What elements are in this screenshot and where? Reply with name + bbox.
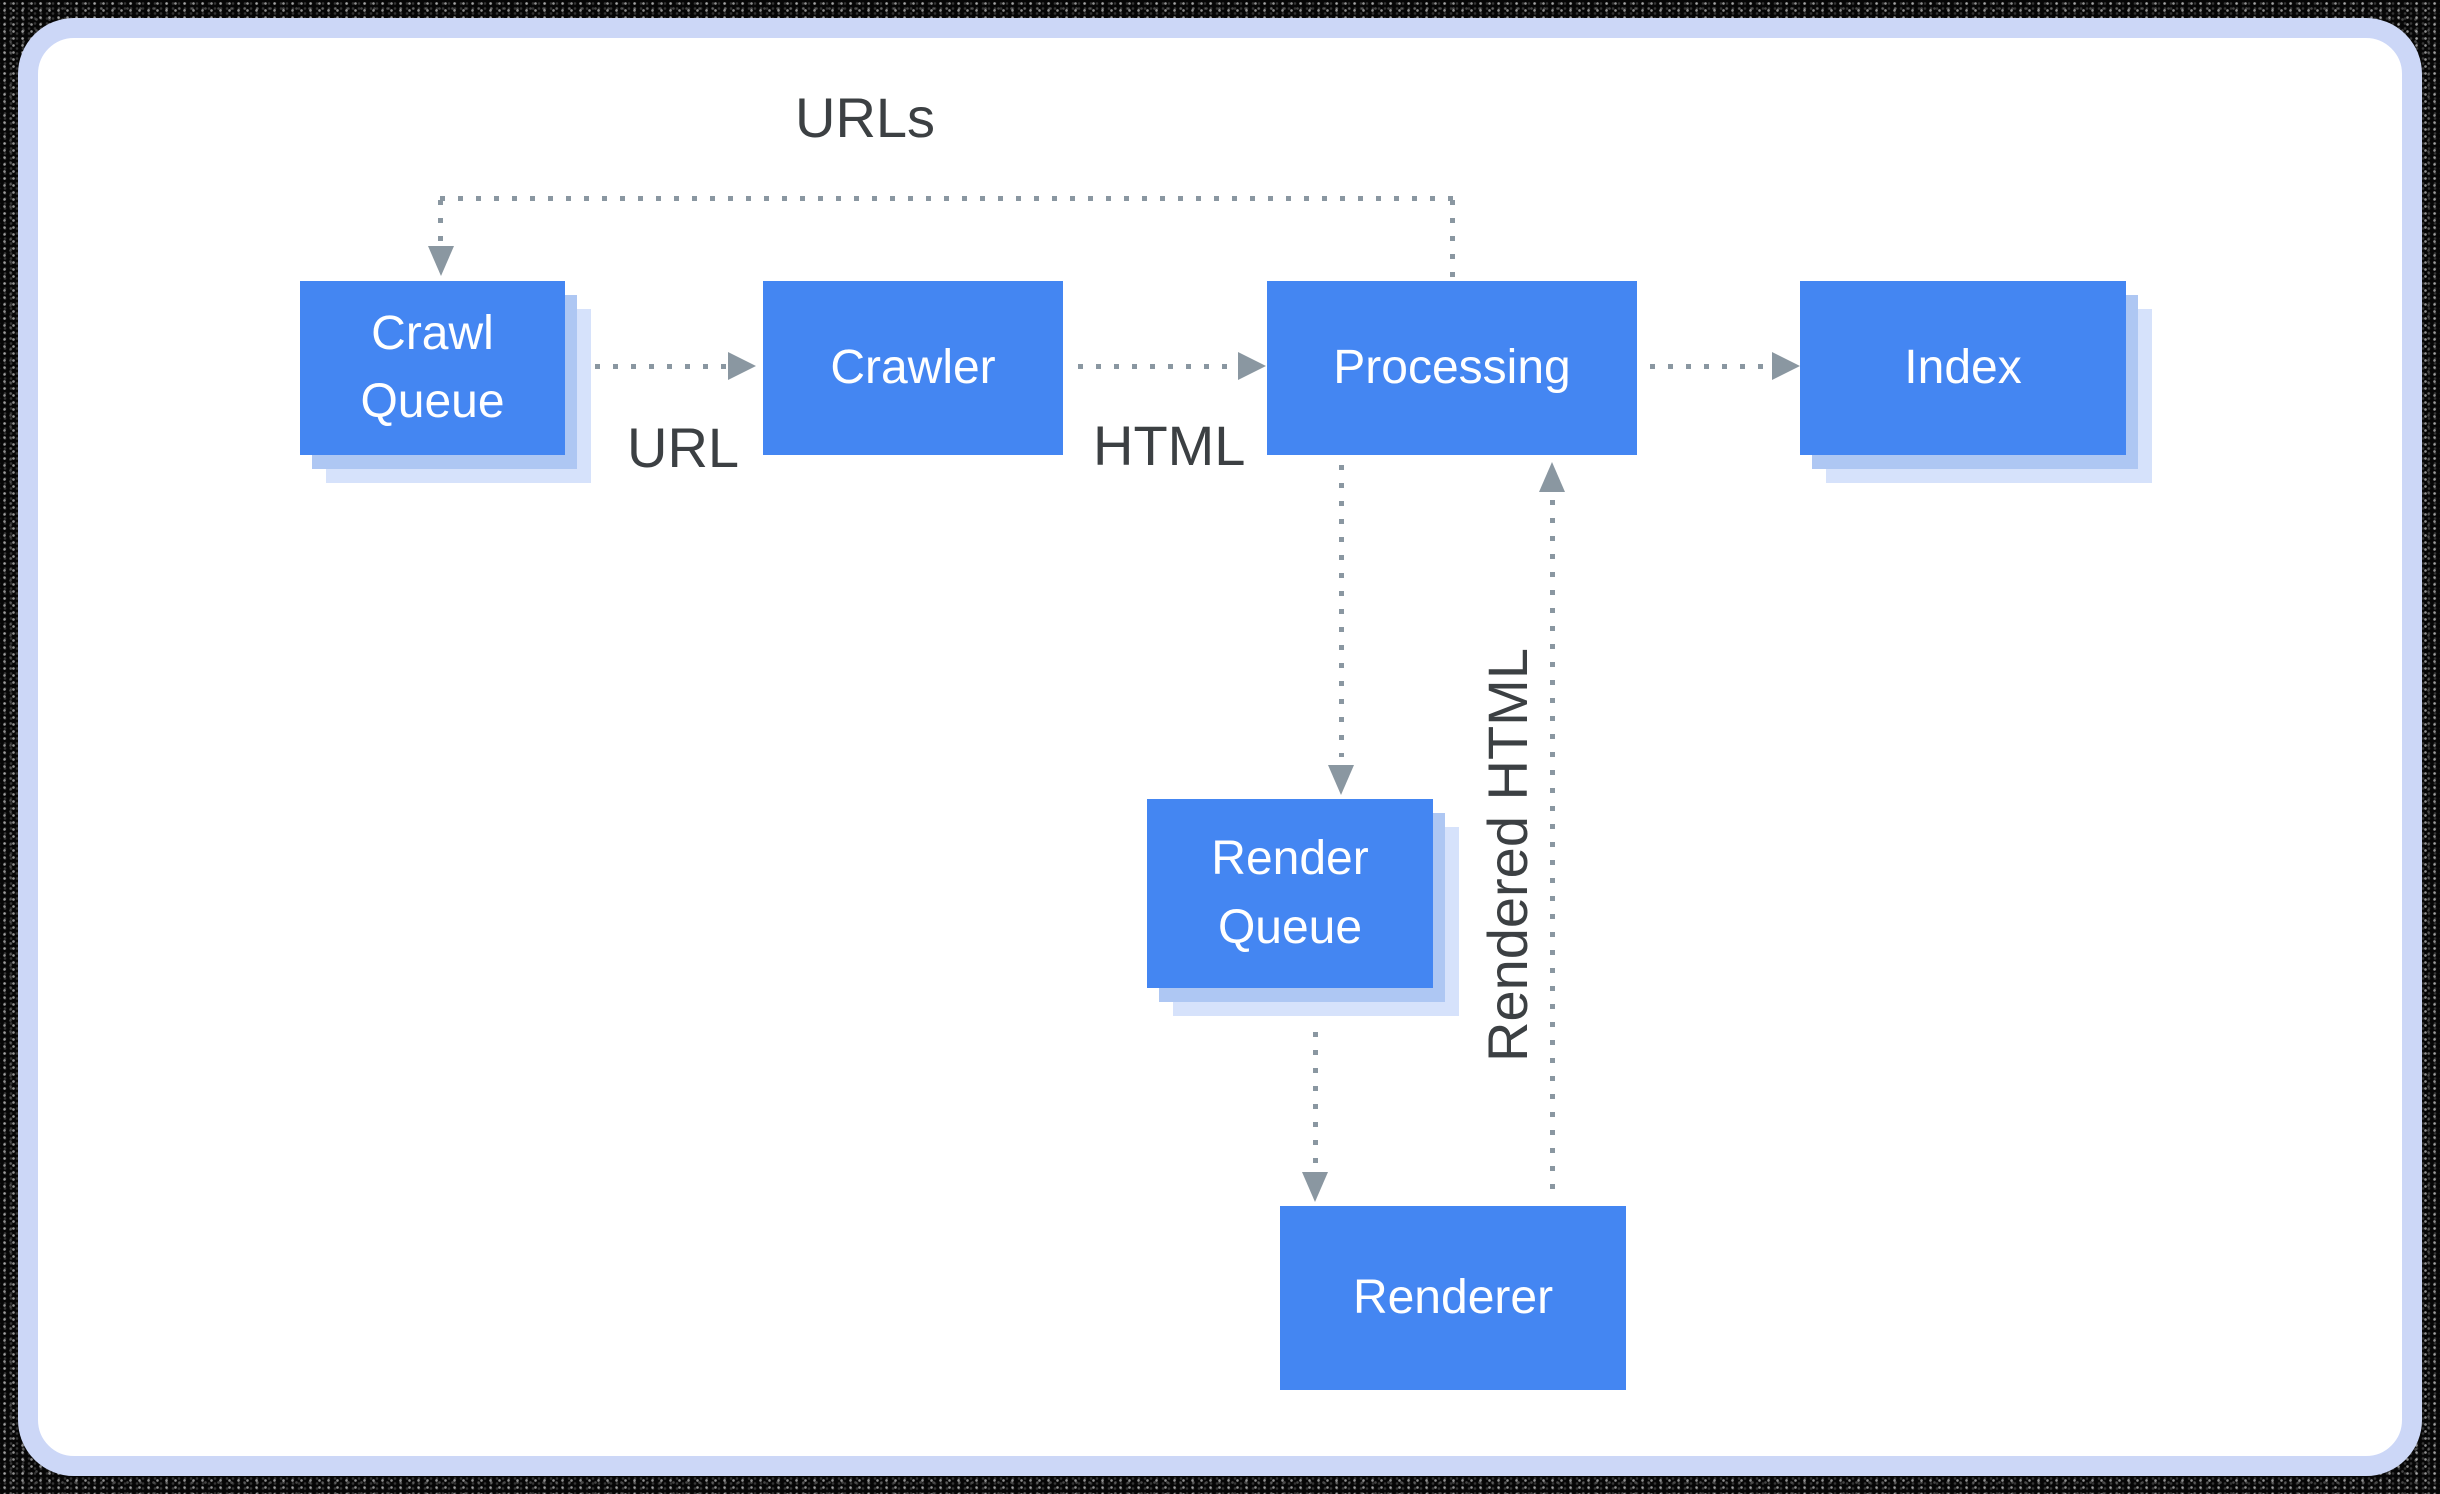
edge-crawler-processing-arrowhead-icon [1238,352,1266,380]
edge-renderqueue-renderer-line [1313,1032,1318,1167]
edge-crawlqueue-crawler-line [595,364,728,369]
edge-crawlqueue-crawler-arrowhead-icon [728,352,756,380]
edge-crawler-processing-line [1078,364,1236,369]
urls-edge-label: URLs [795,86,936,149]
edge-processing-index-arrowhead-icon [1772,352,1800,380]
node-crawl-queue: Crawl Queue [300,281,565,455]
crawl-queue-label: Crawl Queue [360,306,505,428]
edge-renderqueue-renderer-arrowhead-icon [1302,1172,1328,1202]
renderer-box: Renderer [1280,1206,1626,1390]
url-edge-label: URL [627,416,740,479]
edge-renderer-processing-line [1550,500,1555,1200]
index-box: Index [1800,281,2126,455]
edge-processing-crawlqueue-riser-line [1450,200,1455,278]
crawl-queue-box: Crawl Queue [300,281,565,455]
rendered-html-edge-label: Rendered HTML [1476,648,1539,1062]
processing-label: Processing [1333,340,1571,394]
processing-box: Processing [1267,281,1637,455]
edge-processing-crawlqueue-top-line [440,196,1455,201]
edge-processing-crawlqueue-drop-line [438,200,443,242]
render-queue-box: Render Queue [1147,799,1433,988]
node-renderer: Renderer [1280,1206,1626,1390]
index-label: Index [1904,340,2022,394]
node-crawler: Crawler [763,281,1063,455]
edge-renderer-processing-arrowhead-icon [1539,462,1565,492]
card-frame [18,18,2422,1476]
edge-processing-renderqueue-arrowhead-icon [1328,765,1354,795]
node-render-queue: Render Queue [1147,799,1433,988]
renderer-label: Renderer [1352,1270,1554,1324]
html-edge-label: HTML [1093,414,1246,477]
edge-processing-crawlqueue-arrowhead-icon [428,246,454,276]
edge-processing-index-line [1650,364,1772,369]
render-queue-label: Render Queue [1211,832,1369,954]
crawler-box: Crawler [763,281,1063,455]
crawler-label: Crawler [830,340,996,394]
edge-processing-renderqueue-line [1339,465,1344,757]
node-index: Index [1800,281,2126,455]
node-processing: Processing [1267,281,1637,455]
